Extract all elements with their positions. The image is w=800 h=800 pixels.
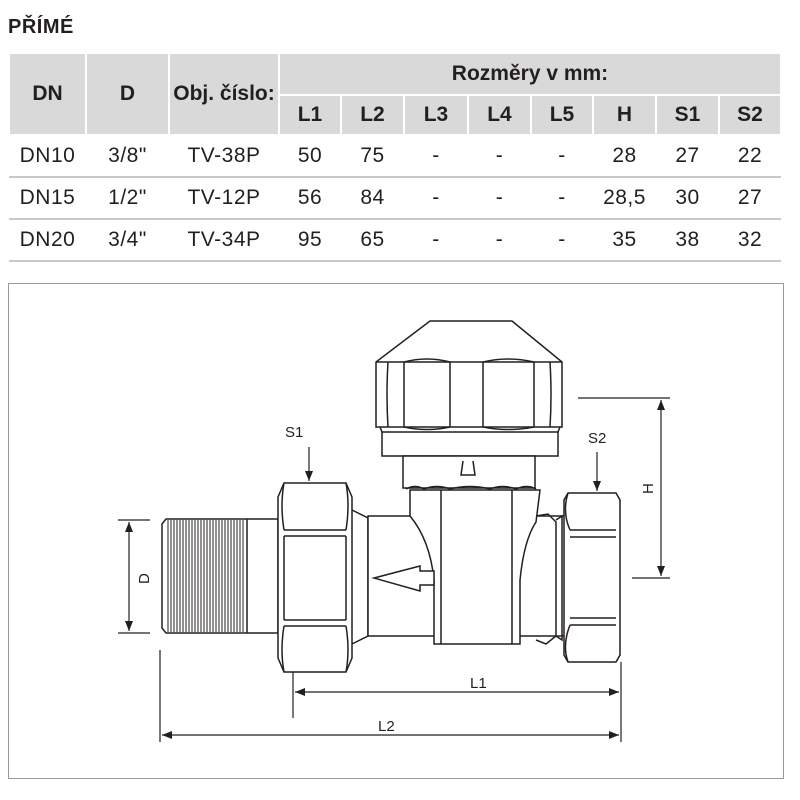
hex-nut-s2 — [563, 492, 621, 663]
cell-l3: - — [404, 177, 468, 220]
male-thread — [161, 518, 279, 634]
cell-order-number: TV-38P — [169, 135, 279, 178]
cell-dn: DN15 — [9, 177, 86, 220]
cell-d: 3/8" — [86, 135, 169, 178]
cell-dn: DN20 — [9, 219, 86, 262]
hex-nut-s1 — [277, 482, 353, 673]
header-h: H — [592, 94, 657, 136]
cell-s2: 22 — [719, 135, 781, 178]
label-s2: S2 — [588, 430, 606, 447]
cell-h: 28,5 — [593, 177, 656, 220]
header-s1: S1 — [655, 94, 720, 136]
cell-l4: - — [468, 177, 531, 220]
header-l5: L5 — [530, 94, 594, 136]
cell-l2: 84 — [341, 177, 404, 220]
header-l2: L2 — [340, 94, 405, 136]
cell-l1: 56 — [279, 177, 341, 220]
valve-body — [351, 485, 571, 645]
cell-dn: DN10 — [9, 135, 86, 178]
cell-l1: 50 — [279, 135, 341, 178]
flow-direction-arrow-icon — [371, 565, 435, 592]
header-l3: L3 — [403, 94, 469, 136]
header-dimensions-group: Rozměry v mm: — [278, 52, 782, 96]
label-l2: L2 — [378, 718, 395, 735]
cell-l4: - — [468, 219, 531, 262]
cell-l2: 65 — [341, 219, 404, 262]
header-order-number: Obj. číslo: — [168, 52, 280, 136]
cell-order-number: TV-34P — [169, 219, 279, 262]
cell-s1: 38 — [656, 219, 719, 262]
label-s1: S1 — [285, 424, 303, 441]
cell-l1: 95 — [279, 219, 341, 262]
cell-l5: - — [531, 135, 593, 178]
cell-l5: - — [531, 219, 593, 262]
cell-s1: 27 — [656, 135, 719, 178]
header-l1: L1 — [278, 94, 342, 136]
cell-l3: - — [404, 219, 468, 262]
cell-s2: 27 — [719, 177, 781, 220]
header-d: D — [85, 52, 170, 136]
cell-d: 1/2" — [86, 177, 169, 220]
valve-cap — [375, 320, 563, 489]
dimension-lines — [118, 397, 670, 742]
cell-d: 3/4" — [86, 219, 169, 262]
label-l1: L1 — [470, 675, 487, 692]
cell-h: 28 — [593, 135, 656, 178]
label-d: D — [136, 573, 153, 584]
cell-l3: - — [404, 135, 468, 178]
cell-s1: 30 — [656, 177, 719, 220]
cell-l4: - — [468, 135, 531, 178]
header-s2: S2 — [718, 94, 782, 136]
label-h: H — [640, 483, 657, 494]
cell-l5: - — [531, 177, 593, 220]
cell-s2: 32 — [719, 219, 781, 262]
header-l4: L4 — [467, 94, 532, 136]
cell-l2: 75 — [341, 135, 404, 178]
cell-h: 35 — [593, 219, 656, 262]
section-title: PŘÍMÉ — [8, 16, 74, 38]
diagram-frame — [8, 283, 784, 779]
header-dn: DN — [8, 52, 87, 136]
cell-order-number: TV-12P — [169, 177, 279, 220]
